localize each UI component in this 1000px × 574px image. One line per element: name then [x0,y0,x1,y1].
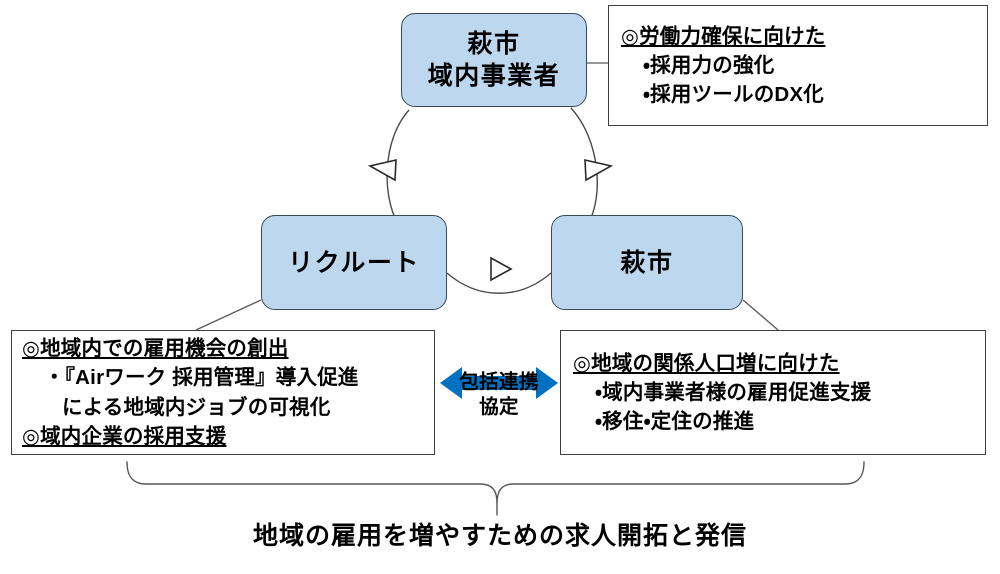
workforce-item-1: ・採用力の強化 [643,53,775,77]
detail-box-city-initiatives: ◎地域の関係人口増に向けた ・域内事業者様の雇用促進支援 ・移住・定住の推進 [560,330,986,455]
recruit-heading-1: ◎地域内での雇用機会の創出 [22,337,289,361]
workforce-item-2: ・採用ツールのDX化 [643,83,824,107]
agreement-label-line2: 協定 [479,396,519,419]
node-hagi-local-business-line2: 域内事業者 [427,62,561,90]
arrowhead-bottom-arc [490,256,513,282]
detail-box-workforce: ◎労働力確保に向けた ・採用力の強化 ・採用ツールのDX化 [608,5,988,126]
node-recruit[interactable]: リクルート [261,215,447,310]
bottom-brace [126,461,865,516]
workforce-heading: ◎労働力確保に向けた [621,24,826,48]
bottom-caption: 地域の雇用を増やすための求人開拓と発信 [252,522,747,550]
arrowhead-left-arc [367,158,397,182]
city-item-2: ・移住・定住の推進 [595,410,755,434]
partnership-agreement-label: 包括連携 協定 [459,370,539,421]
arc-left-to-right [446,272,552,294]
city-heading: ◎地域の関係人口増に向けた [573,351,840,375]
node-recruit-label: リクルート [288,248,420,277]
node-hagi-local-business[interactable]: 萩市 域内事業者 [401,13,587,107]
arc-top-to-right [570,107,598,225]
recruit-item-1-continued: による地域内ジョブの可視化 [62,395,331,419]
recruit-item-1: ・『Airワーク 採用管理』導入促進 [44,366,359,390]
node-hagi-local-business-line1: 萩市 [467,30,521,58]
node-hagi-city[interactable]: 萩市 [551,215,743,310]
detail-box-recruit-initiatives: ◎地域内での雇用機会の創出 ・『Airワーク 採用管理』導入促進 による地域内ジ… [11,330,435,455]
arrowhead-right-arc [584,158,614,182]
arc-left-to-top [386,109,410,225]
connector-recruit-to-bottomleft-box [195,299,262,331]
partnership-agreement-block: 包括連携 協定 [440,362,558,467]
node-hagi-city-label: 萩市 [620,248,674,277]
agreement-label-line1: 包括連携 [459,371,539,393]
recruit-heading-2: ◎域内企業の採用支援 [22,424,227,448]
city-item-1: ・域内事業者様の雇用促進支援 [595,380,872,404]
connector-hagicity-to-bottomright-box [742,299,779,331]
